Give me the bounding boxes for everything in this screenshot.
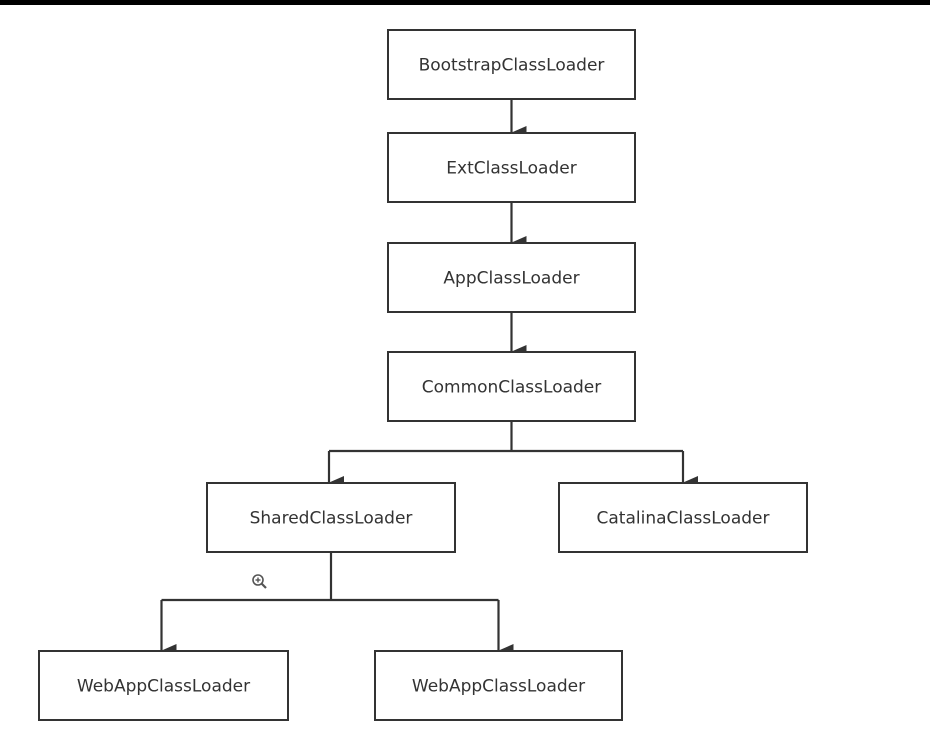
node-shared: SharedClassLoader xyxy=(206,482,456,553)
node-box-webapp-right xyxy=(374,650,623,721)
node-common: CommonClassLoader xyxy=(387,351,636,422)
connectors-layer xyxy=(160,99,698,658)
node-box-common xyxy=(387,351,636,422)
node-app: AppClassLoader xyxy=(387,242,636,313)
node-webapp-left: WebAppClassLoader xyxy=(38,650,289,721)
node-label-common: CommonClassLoader xyxy=(422,378,602,398)
node-box-bootstrap xyxy=(387,29,636,100)
top-border-bar xyxy=(0,0,930,5)
node-box-ext xyxy=(387,132,636,203)
node-box-shared xyxy=(206,482,456,553)
node-label-webapp-right: WebAppClassLoader xyxy=(412,677,585,697)
nodes-layer: BootstrapClassLoaderExtClassLoaderAppCla… xyxy=(38,29,808,721)
node-box-app xyxy=(387,242,636,313)
node-box-webapp-left xyxy=(38,650,289,721)
node-label-catalina: CatalinaClassLoader xyxy=(597,509,770,529)
zoom-in-icon xyxy=(252,574,267,589)
node-catalina: CatalinaClassLoader xyxy=(558,482,808,553)
node-label-ext: ExtClassLoader xyxy=(446,159,576,179)
node-label-shared: SharedClassLoader xyxy=(250,509,413,529)
node-bootstrap: BootstrapClassLoader xyxy=(387,29,636,100)
node-box-catalina xyxy=(558,482,808,553)
node-label-app: AppClassLoader xyxy=(443,269,579,289)
node-label-webapp-left: WebAppClassLoader xyxy=(77,677,250,697)
node-webapp-right: WebAppClassLoader xyxy=(374,650,623,721)
node-label-bootstrap: BootstrapClassLoader xyxy=(419,56,605,76)
node-ext: ExtClassLoader xyxy=(387,132,636,203)
